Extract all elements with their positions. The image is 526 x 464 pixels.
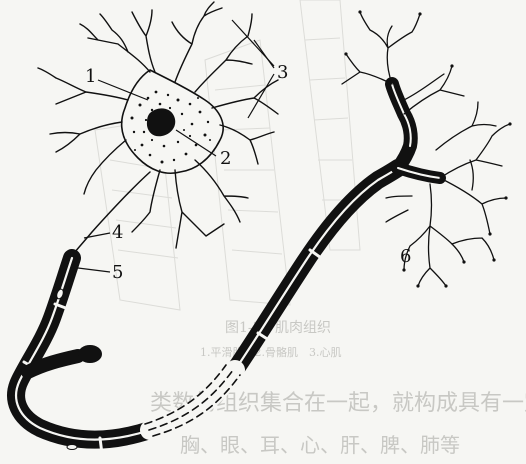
figure-legend: 1.平滑肌 2.骨骼肌 3.心肌 — [200, 345, 342, 359]
label-5: 5 — [112, 262, 123, 283]
label-4: 4 — [112, 222, 123, 243]
label-6-group: 6 — [400, 246, 411, 267]
figure-title: 肌肉组织 — [275, 320, 331, 336]
label-2: 2 — [220, 148, 231, 169]
label-5-group: 5 — [78, 262, 123, 283]
leader-4 — [84, 233, 110, 238]
leader-5 — [78, 268, 110, 272]
label-3: 3 — [277, 62, 288, 83]
leader-3c — [248, 74, 274, 118]
label-3-group: 3 — [232, 20, 288, 118]
axon-terminals — [342, 10, 512, 287]
label-4-group: 4 — [84, 222, 123, 243]
axon-bifurcation — [392, 84, 411, 168]
label-6: 6 — [400, 246, 411, 267]
body-text-line-2: 胸、眼、耳、心、肝、脾、肺等 — [180, 433, 460, 457]
axon-initial-segment — [72, 172, 150, 256]
collateral-knob — [78, 345, 102, 363]
label-1: 1 — [85, 66, 96, 87]
leader-3b — [254, 40, 274, 68]
